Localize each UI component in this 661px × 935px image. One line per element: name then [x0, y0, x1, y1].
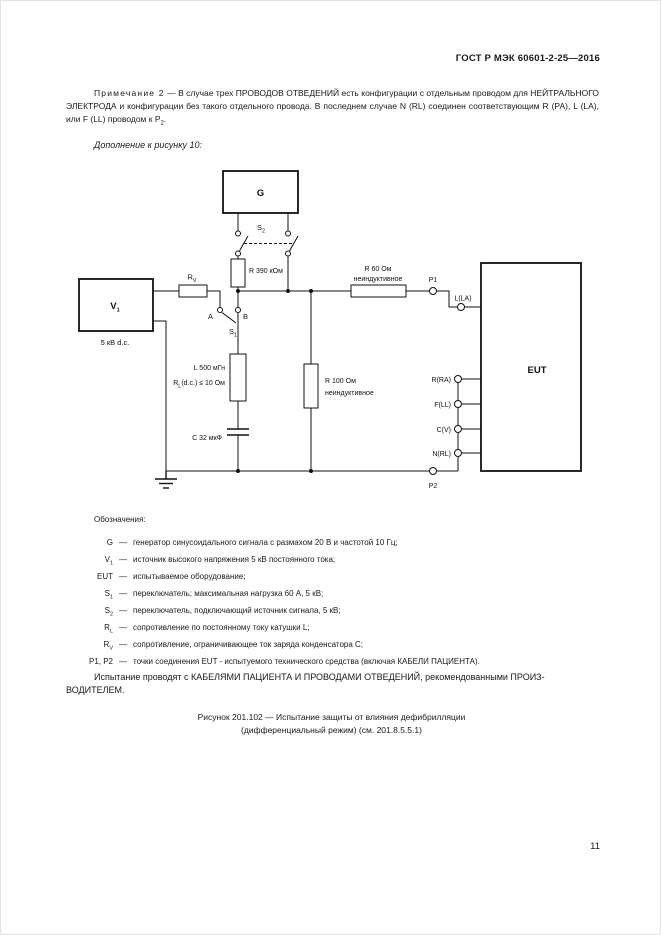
legend-dash: —: [119, 657, 127, 666]
generator-box: [222, 170, 299, 214]
voltage-source-caption: 5 кВ d.c.: [101, 338, 130, 347]
legend-desc: испытываемое оборудование;: [133, 572, 246, 581]
ground-icon: [155, 471, 177, 489]
body-paragraph-line1: Испытание проводят с КАБЕЛЯМИ ПАЦИЕНТА И…: [94, 672, 545, 682]
resistor-390k-label: R 390 кОм: [249, 268, 283, 275]
legend-desc: точки соединения EUT - испытуемого техни…: [133, 657, 480, 666]
legend-dash: —: [119, 640, 127, 649]
p1-label: P1: [429, 277, 438, 284]
voltage-source-box: [78, 278, 154, 332]
resistor-100-box: [303, 363, 319, 409]
note-tail: .: [163, 114, 167, 125]
s2-contact-right-bottom: [285, 250, 291, 257]
legend-dash: —: [119, 555, 127, 564]
terminal-lla: [457, 303, 465, 311]
legend-item: G — генератор синусоидального сигнала с …: [66, 534, 601, 551]
legend-desc: сопротивление, ограничивающее ток заряда…: [133, 640, 364, 649]
document-header: ГОСТ Р МЭК 60601-2-25—2016: [455, 53, 600, 64]
legend-desc: переключатель; максимальная нагрузка 60 …: [133, 589, 324, 598]
terminal-nrl: [454, 449, 462, 457]
rra-label: R(RA): [432, 377, 451, 384]
resistor-60-box: [350, 284, 407, 298]
legend-item: V1 — источник высокого напряжения 5 кВ п…: [66, 551, 601, 568]
note-subscript: 2: [160, 121, 164, 128]
switch-s1-label: S1: [229, 327, 237, 339]
eut-label: EUT: [528, 365, 547, 376]
eut-box: [480, 262, 582, 472]
note-label: Примечание 2: [94, 88, 165, 98]
legend-title: Обозначения:: [94, 515, 146, 524]
legend-term: S1: [104, 589, 113, 601]
cv-label: C(V): [437, 427, 451, 434]
nrl-label: N(RL): [432, 451, 451, 458]
legend-desc: сопротивление по постоянному току катушк…: [133, 623, 310, 632]
voltage-source-label: V1: [110, 301, 119, 314]
legend-term: RL: [104, 623, 113, 635]
resistor-390k-box: [230, 258, 246, 288]
p2-label: P2: [429, 483, 438, 490]
legend-desc: генератор синусоидального сигнала с разм…: [133, 538, 398, 547]
contact-b-label: B: [243, 312, 248, 321]
s2-contact-left-bottom: [235, 250, 241, 257]
legend-term: EUT: [97, 572, 113, 581]
resistor-60-label: R 60 Ом: [365, 266, 392, 273]
junction-dots: [236, 289, 313, 473]
legend-list: G — генератор синусоидального сигнала с …: [66, 534, 601, 670]
inductor-box: [229, 353, 247, 402]
legend-dash: —: [119, 623, 127, 632]
terminal-p1: [429, 287, 437, 295]
legend-item: EUT — испытываемое оборудование;: [66, 568, 601, 585]
resistor-rv-box: [178, 284, 208, 298]
terminal-cv: [454, 425, 462, 433]
resistor-60-sublabel: неиндуктивное: [354, 276, 403, 283]
resistor-100-sublabel: неиндуктивное: [325, 390, 374, 397]
resistor-rv-label: RV: [187, 273, 196, 285]
lla-label: L(LA): [454, 296, 471, 303]
switch-s2-label: S2: [257, 223, 265, 235]
s2-contact-right-top: [285, 230, 291, 237]
capacitor-label: C 32 мкФ: [192, 435, 222, 442]
legend-item: S1 — переключатель; максимальная нагрузк…: [66, 585, 601, 602]
contacts-terminals: [217, 230, 465, 475]
body-paragraph-line2: ВОДИТЕЛЕМ.: [66, 685, 125, 696]
diagram-labels: G S2 R 390 кОм R 60 Ом неиндуктивное P1 …: [101, 188, 547, 490]
figure-caption-line1: Рисунок 201.102 — Испытание защиты от вл…: [197, 712, 466, 722]
legend-desc: источник высокого напряжения 5 кВ постоя…: [133, 555, 336, 564]
wires: [153, 213, 481, 472]
legend-item: S2 — переключатель, подключающий источни…: [66, 602, 601, 619]
legend-item: RL — сопротивление по постоянному току к…: [66, 619, 601, 636]
legend-term: P1, P2: [88, 657, 113, 666]
legend-dash: —: [119, 589, 127, 598]
figure-caption: Рисунок 201.102 — Испытание защиты от вл…: [65, 711, 598, 737]
fll-label: F(LL): [434, 402, 451, 409]
s1-contact-b: [235, 307, 241, 313]
note-body: — В случае трех ПРОВОДОВ ОТВЕДЕНИЙ есть …: [66, 88, 599, 125]
legend-dash: —: [119, 538, 127, 547]
terminal-rra: [454, 375, 462, 383]
inductor-label: L 500 мГн: [194, 365, 225, 372]
legend-dash: —: [119, 572, 127, 581]
s2-contact-left-top: [235, 230, 241, 237]
legend-item: P1, P2 — точки соединения EUT - испытуем…: [66, 653, 601, 670]
legend-term: S2: [104, 606, 113, 618]
note-paragraph: Примечание 2 — В случае трех ПРОВОДОВ ОТ…: [66, 87, 599, 129]
inductor-resistance-label: RL(d.c.) ≤ 10 Ом: [173, 380, 225, 390]
s1-contact-a: [217, 307, 223, 313]
figure-caption-line2: (дифференциальный режим) (см. 201.8.5.5.…: [241, 724, 422, 735]
legend-desc: переключатель, подключающий источник сиг…: [133, 606, 341, 615]
legend-dash: —: [119, 606, 127, 615]
legend-term: G: [106, 538, 113, 547]
body-paragraph: Испытание проводят с КАБЕЛЯМИ ПАЦИЕНТА И…: [66, 671, 599, 697]
resistor-100-label: R 100 Ом: [325, 378, 356, 385]
legend-term: V1: [104, 555, 113, 567]
legend-term: RV: [103, 640, 113, 652]
addendum-line: Дополнение к рисунку 10:: [94, 140, 202, 150]
legend-item: RV — сопротивление, ограничивающее ток з…: [66, 636, 601, 653]
generator-label: G: [257, 188, 264, 199]
contact-a-label: A: [208, 312, 213, 321]
page-number: 11: [590, 841, 600, 852]
terminal-fll: [454, 400, 462, 408]
terminal-p2: [429, 467, 437, 475]
circuit-diagram: G S2 R 390 кОм R 60 Ом неиндуктивное P1 …: [78, 170, 582, 490]
